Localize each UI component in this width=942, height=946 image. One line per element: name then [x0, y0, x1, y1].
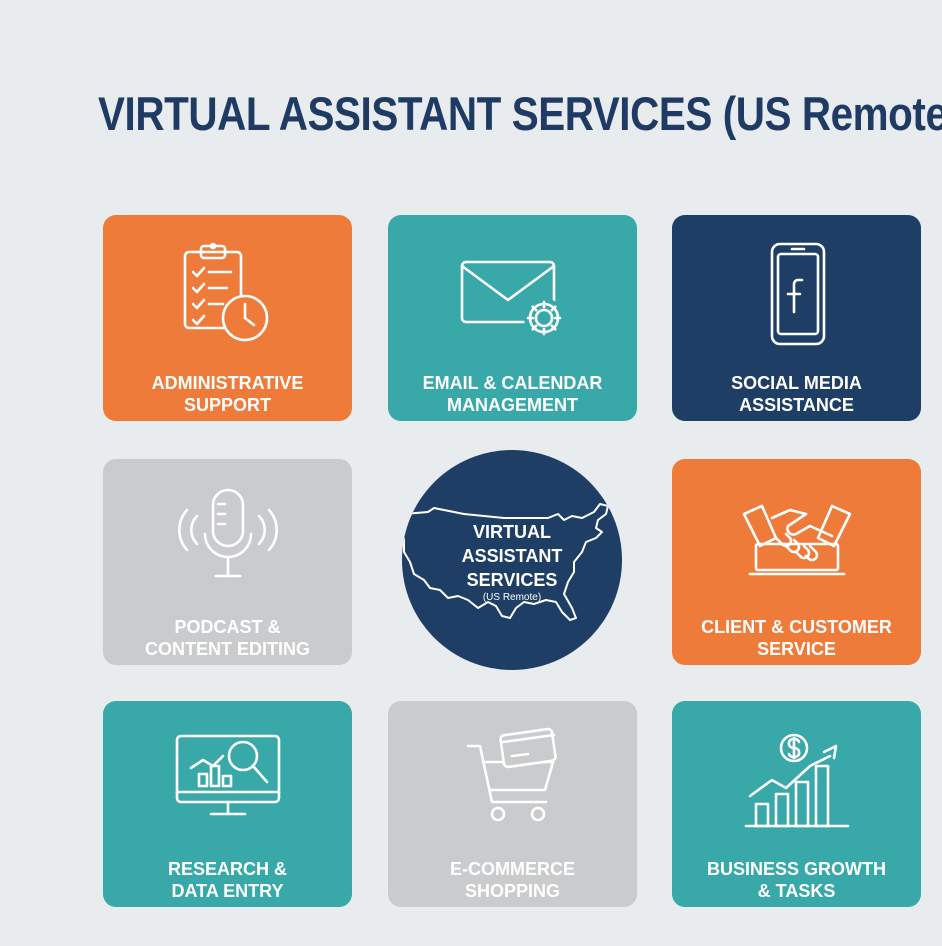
tile-administrative-support: ADMINISTRATIVE SUPPORT — [103, 215, 352, 421]
tile-podcast-content: PODCAST & CONTENT EDITING — [103, 459, 352, 665]
page-title: VIRTUAL ASSISTANT SERVICES (US Remote) — [98, 87, 942, 140]
tile-label: EMAIL & CALENDAR MANAGEMENT — [422, 373, 603, 415]
handshake-icon — [737, 479, 857, 599]
tile-label: RESEARCH & DATA ENTRY — [167, 859, 287, 901]
center-subtitle: (US Remote) — [482, 592, 542, 603]
tile-client-customer-service: CLIENT & CUSTOMER SERVICE — [672, 459, 921, 665]
us-map-icon — [402, 503, 609, 621]
center-title: VIRTUAL ASSISTANT SERVICES — [461, 522, 563, 590]
envelope-gear-icon — [453, 235, 573, 355]
tile-email-calendar: EMAIL & CALENDAR MANAGEMENT — [388, 215, 637, 421]
tile-label: CLIENT & CUSTOMER SERVICE — [701, 617, 892, 659]
clipboard-clock-icon — [168, 235, 288, 355]
cart-card-icon — [453, 721, 573, 841]
tile-business-growth: BUSINESS GROWTH & TASKS — [672, 701, 921, 907]
tile-ecommerce-shopping: E-COMMERCE SHOPPING — [388, 701, 637, 907]
growth-chart-icon — [737, 721, 857, 841]
tile-label: PODCAST & CONTENT EDITING — [145, 617, 310, 659]
center-badge: VIRTUAL ASSISTANT SERVICES (US Remote) — [402, 450, 622, 670]
tile-label: SOCIAL MEDIA ASSISTANCE — [731, 373, 862, 415]
microphone-icon — [168, 479, 288, 599]
tile-social-media: SOCIAL MEDIA ASSISTANCE — [672, 215, 921, 421]
tile-research-data-entry: RESEARCH & DATA ENTRY — [103, 701, 352, 907]
tile-label: BUSINESS GROWTH & TASKS — [706, 859, 886, 901]
tile-label: E-COMMERCE SHOPPING — [450, 859, 575, 901]
tile-label: ADMINISTRATIVE SUPPORT — [151, 373, 304, 415]
phone-facebook-icon — [737, 235, 857, 355]
monitor-search-icon — [168, 721, 288, 841]
